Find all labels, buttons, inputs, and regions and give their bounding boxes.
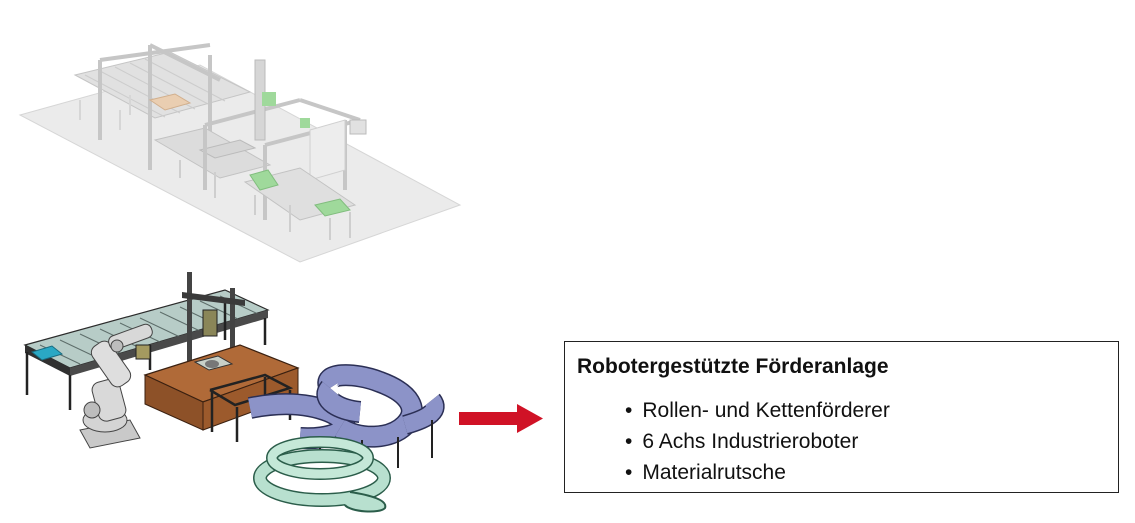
bottom-robot-cell-illustration [23,272,445,513]
info-box: Robotergestützte Förderanlage Rollen- un… [564,341,1119,493]
list-item: Materialrutsche [625,457,890,488]
list-item: 6 Achs Industrieroboter [625,426,890,457]
top-plant-illustration [18,43,462,263]
info-box-list: Rollen- und Kettenförderer 6 Achs Indust… [625,395,890,488]
robot-arm-icon [79,323,153,449]
info-box-title: Robotergestützte Förderanlage [577,355,889,378]
right-arrow-icon [459,404,543,433]
spiral-chute-illustration [253,436,391,513]
list-item: Rollen- und Kettenförderer [625,395,889,426]
